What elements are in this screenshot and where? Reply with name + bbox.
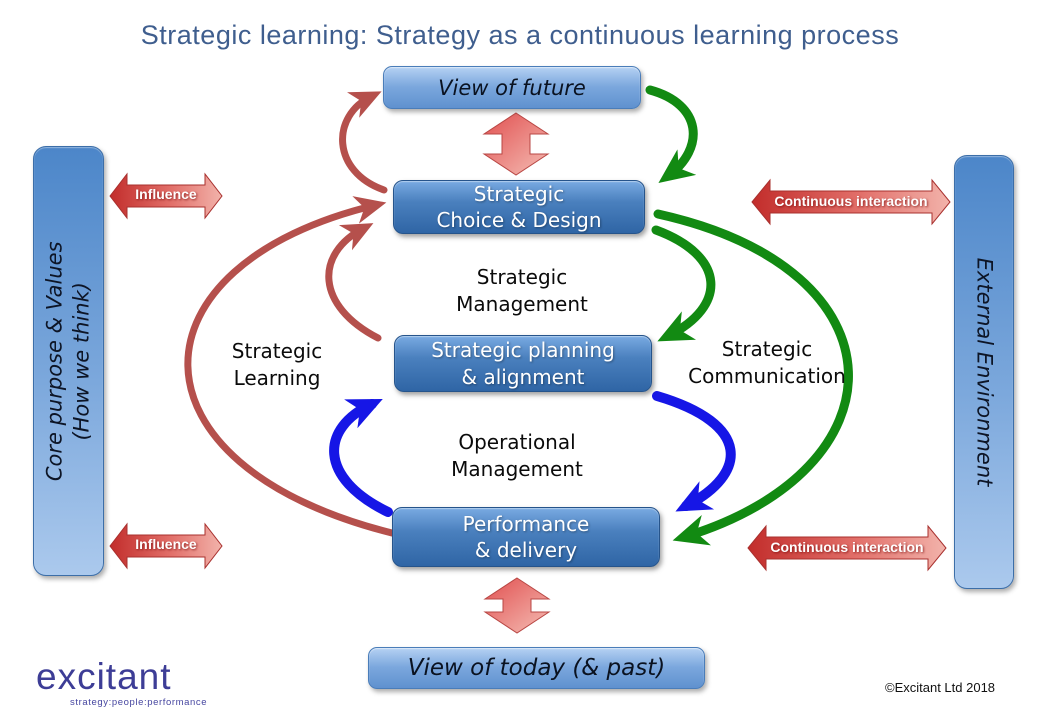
label-strategic-communication-line1: Strategic bbox=[721, 337, 813, 361]
blue-arc-planning-to-performance bbox=[652, 391, 736, 512]
box-strategic-planning: Strategic planning & alignment bbox=[394, 335, 652, 392]
green-arc-choice-to-performance bbox=[653, 209, 853, 546]
bar-core-purpose-values: Core purpose & Values (How we think) bbox=[33, 146, 104, 576]
bar-core-purpose-values-text: Core purpose & Values (How we think) bbox=[41, 241, 96, 481]
red-arc-planning-to-choice bbox=[325, 223, 382, 342]
influence-top-label: Influence bbox=[135, 186, 197, 202]
interaction-arrow-bottom-icon bbox=[747, 524, 947, 572]
box-strategic-choice-line2: Choice & Design bbox=[436, 208, 602, 232]
blue-arc-performance-to-planning bbox=[329, 399, 393, 517]
double-arrow-future-choice-icon bbox=[482, 112, 550, 176]
label-strategic-management: Strategic Management bbox=[422, 264, 622, 318]
interaction-arrow-top-icon bbox=[751, 178, 951, 226]
label-strategic-communication-line2: Communication bbox=[688, 364, 846, 388]
label-strategic-learning-line1: Strategic bbox=[231, 339, 323, 363]
box-view-of-today: View of today (& past) bbox=[368, 647, 705, 689]
red-arc-choice-to-future bbox=[339, 91, 388, 194]
green-arc-choice-to-planning bbox=[651, 225, 716, 342]
box-view-of-future: View of future bbox=[383, 66, 641, 109]
box-performance-delivery: Performance & delivery bbox=[392, 507, 660, 567]
bar-external-environment: External Environment bbox=[954, 155, 1014, 589]
bar-core-purpose-line1: Core purpose & Values bbox=[42, 241, 67, 481]
bar-core-purpose-line2: (How we think) bbox=[69, 281, 94, 441]
interaction-top-label: Continuous interaction bbox=[774, 193, 928, 209]
influence-arrow-bottom-icon bbox=[109, 522, 223, 570]
label-strategic-learning-line2: Learning bbox=[233, 366, 321, 390]
box-performance-delivery-line2: & delivery bbox=[474, 538, 578, 562]
box-performance-delivery-line1: Performance bbox=[462, 511, 590, 536]
excitant-logo-tagline: strategy:people:performance bbox=[70, 697, 208, 708]
influence-arrow-top-icon bbox=[109, 172, 223, 220]
box-strategic-choice: Strategic Choice & Design bbox=[393, 180, 645, 234]
label-strategic-communication: Strategic Communication bbox=[657, 336, 877, 390]
label-operational-management: Operational Management bbox=[417, 429, 617, 483]
copyright-text: ©Excitant Ltd 2018 bbox=[885, 680, 996, 695]
label-operational-management-line1: Operational bbox=[458, 430, 576, 454]
excitant-logo: excitant bbox=[36, 656, 172, 697]
box-strategic-planning-line2: & alignment bbox=[461, 364, 585, 389]
red-arc-performance-to-choice bbox=[184, 196, 396, 537]
influence-bottom-label: Influence bbox=[135, 536, 197, 552]
bar-external-environment-text: External Environment bbox=[972, 257, 997, 487]
label-strategic-management-line1: Strategic bbox=[476, 265, 568, 289]
interaction-bottom-label: Continuous interaction bbox=[770, 539, 924, 555]
label-strategic-management-line2: Management bbox=[456, 292, 588, 316]
label-operational-management-line2: Management bbox=[451, 457, 583, 481]
box-strategic-choice-line1: Strategic bbox=[473, 181, 565, 206]
double-arrow-performance-today-icon bbox=[483, 577, 551, 634]
green-arc-future-to-choice bbox=[645, 85, 698, 184]
box-strategic-planning-line1: Strategic planning bbox=[431, 338, 615, 363]
label-strategic-learning: Strategic Learning bbox=[177, 338, 377, 392]
page-title: Strategic learning: Strategy as a contin… bbox=[140, 20, 900, 50]
box-view-of-today-label: View of today (& past) bbox=[407, 655, 666, 681]
box-view-of-future-label: View of future bbox=[438, 75, 586, 100]
